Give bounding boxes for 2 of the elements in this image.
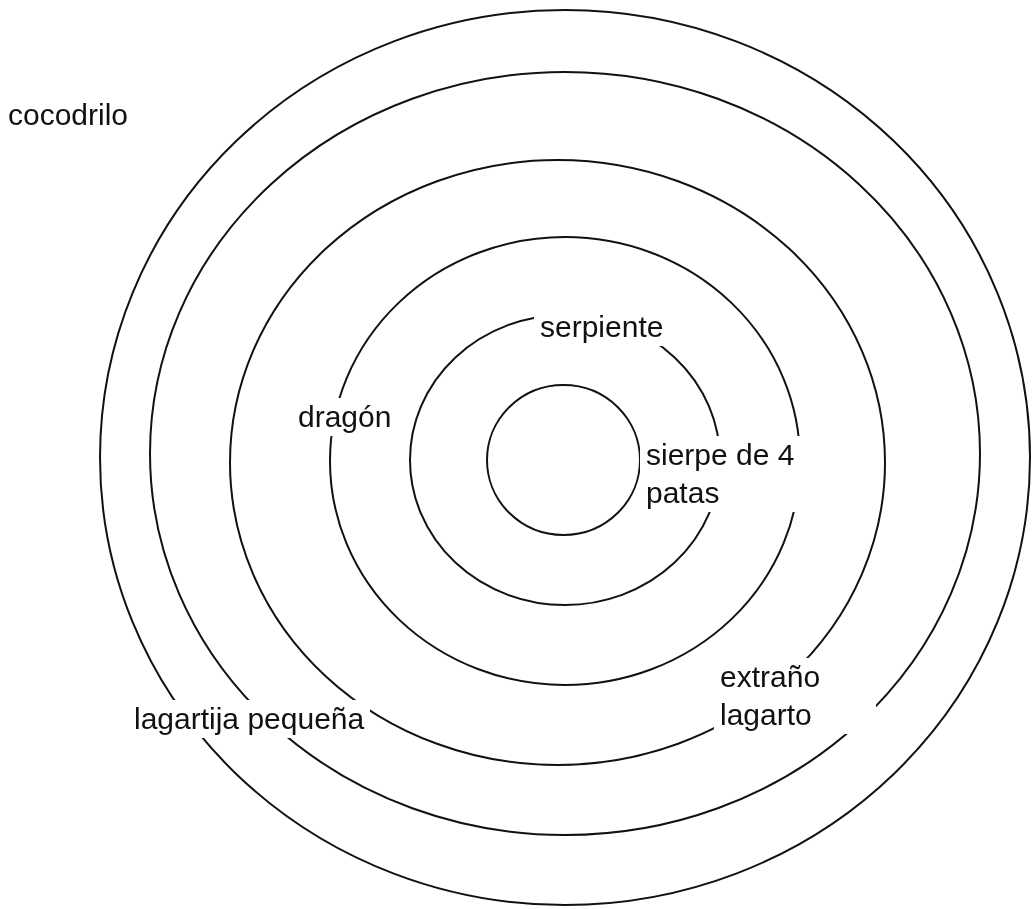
ring [486, 384, 641, 536]
ring-label: extraño lagarto [714, 658, 876, 734]
